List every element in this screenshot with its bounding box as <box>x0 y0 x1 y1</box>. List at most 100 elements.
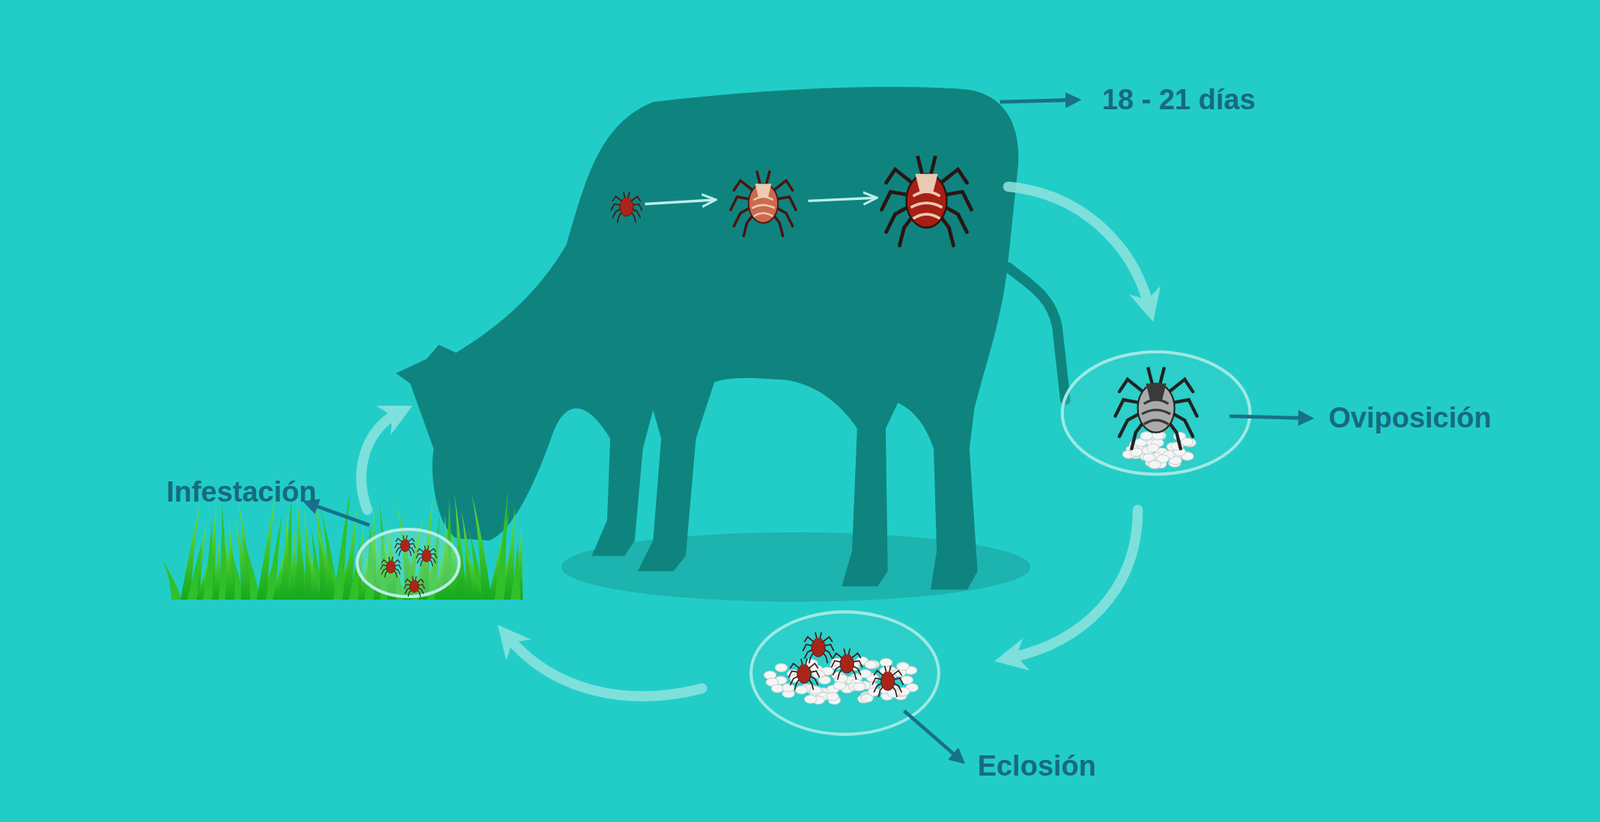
annotation-label: Oviposición <box>1328 402 1491 435</box>
tick-palp <box>756 170 770 184</box>
tick-body <box>400 539 410 552</box>
annotation-label: Eclosión <box>977 750 1097 783</box>
tick-body <box>386 560 396 573</box>
tick <box>610 191 642 223</box>
egg <box>896 662 909 671</box>
egg <box>771 684 784 693</box>
leader-arrow <box>1000 100 1074 103</box>
tick <box>1115 366 1198 449</box>
egg <box>795 685 808 695</box>
tick <box>872 666 903 698</box>
tick <box>416 545 437 567</box>
cow-silhouette <box>396 86 1019 590</box>
tick-scutum <box>622 197 631 204</box>
tick-pattern <box>751 196 775 217</box>
egg <box>879 658 892 667</box>
tick-palp <box>623 191 630 198</box>
tick-body <box>906 173 948 228</box>
leader-arrow <box>1229 416 1306 419</box>
egg <box>833 681 846 690</box>
egg <box>835 674 848 683</box>
egg <box>774 663 787 672</box>
egg-piles <box>763 431 1196 705</box>
tick-body <box>409 580 419 593</box>
grass-blade <box>294 492 306 600</box>
cycle-arrow <box>508 637 703 697</box>
cow-tail <box>1008 267 1066 400</box>
tick <box>881 155 972 246</box>
tick-pattern <box>911 191 943 219</box>
tick-scutum <box>1146 383 1167 400</box>
tick-palp <box>412 576 417 581</box>
tick-scutum <box>411 580 418 584</box>
grass-blade <box>202 520 214 600</box>
tick-body <box>748 183 778 223</box>
tick-palp <box>1147 366 1165 384</box>
larvae-and-female <box>380 366 1197 697</box>
egg <box>1140 432 1153 441</box>
cycle-arrow <box>1008 186 1150 306</box>
tick-stages <box>610 155 972 246</box>
tick-palp <box>815 632 822 639</box>
egg <box>864 660 877 669</box>
tick-body <box>619 197 634 217</box>
grass-blade <box>470 491 492 600</box>
grass-blade <box>306 544 321 600</box>
tick-body <box>881 672 895 692</box>
tick-body <box>1138 383 1175 433</box>
annotation-label: 18 - 21 días <box>1102 84 1256 117</box>
grass-blade <box>224 535 236 600</box>
tick <box>831 648 863 680</box>
tick-palp <box>424 545 429 550</box>
grass-blade <box>279 512 290 600</box>
growth-arrow <box>807 197 876 201</box>
tick-palp <box>884 666 891 673</box>
tick-scutum <box>915 173 939 192</box>
tick-palp <box>801 658 808 665</box>
leader-arrow <box>309 503 370 526</box>
grass-blade <box>315 525 337 600</box>
tick-body <box>797 664 811 684</box>
tick-palp <box>402 535 407 540</box>
egg <box>804 695 817 704</box>
tick <box>394 535 415 556</box>
annotation-label: Infestación <box>166 476 317 509</box>
cycle-arrow <box>1010 509 1138 659</box>
tick-palp <box>843 648 850 655</box>
grass-blade <box>510 541 522 600</box>
tick <box>730 170 796 236</box>
tick-scutum <box>800 664 808 671</box>
tick-pattern <box>1141 399 1171 425</box>
egg <box>1147 443 1160 453</box>
oviposition-circle <box>1062 351 1251 474</box>
growth-arrow <box>644 199 715 204</box>
egg <box>809 686 822 695</box>
egg <box>853 682 866 692</box>
tick-body <box>811 638 826 658</box>
egg <box>1180 437 1193 447</box>
tick-scutum <box>843 655 851 662</box>
grass-blade <box>241 533 261 600</box>
egg <box>782 683 795 692</box>
tick-body <box>422 549 432 562</box>
tick-scutum <box>884 672 892 679</box>
tick-scutum <box>814 638 823 645</box>
tick <box>789 658 820 690</box>
tick-scutum <box>388 560 394 565</box>
grass-blade <box>454 493 467 600</box>
egg <box>861 694 873 703</box>
tick <box>380 557 401 578</box>
tick-scutum <box>423 549 430 554</box>
tick-scutum <box>402 539 409 544</box>
tick-scutum <box>755 183 772 197</box>
tick-body <box>840 655 854 674</box>
cycle-arrow <box>361 413 399 510</box>
larvae-circle <box>357 529 459 597</box>
tick <box>404 576 425 597</box>
egg <box>1148 460 1161 469</box>
tick-palp <box>388 557 393 561</box>
leader-arrow <box>904 711 960 760</box>
grass-blade <box>160 559 182 600</box>
egg <box>826 692 839 701</box>
